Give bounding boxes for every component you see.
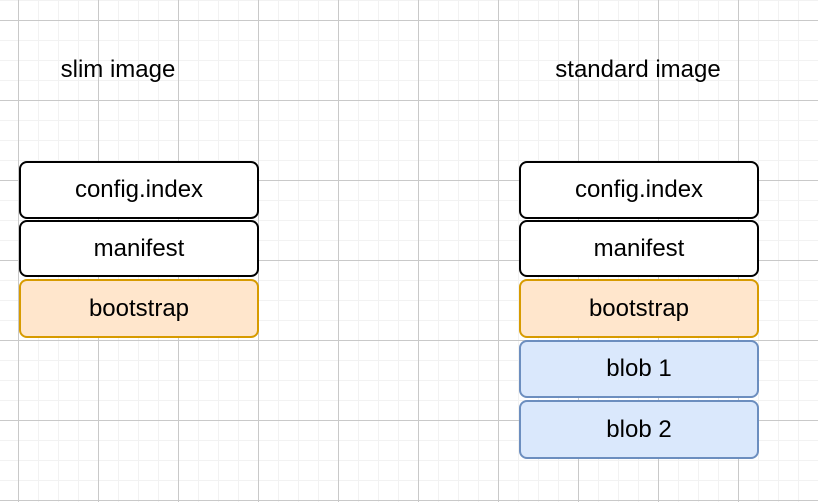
node-label: manifest <box>593 234 685 262</box>
node-standard-bootstrap[interactable]: bootstrap <box>519 279 759 338</box>
node-label: blob 1 <box>606 355 672 382</box>
node-slim-manifest[interactable]: manifest <box>19 220 259 277</box>
node-slim-config-index[interactable]: config.index <box>19 161 259 219</box>
node-standard-blob-2[interactable]: blob 2 <box>519 400 759 459</box>
title-standard-image[interactable]: standard image <box>555 56 721 83</box>
node-slim-bootstrap[interactable]: bootstrap <box>19 279 259 338</box>
node-label: manifest <box>93 234 185 262</box>
node-label: config.index <box>574 176 704 203</box>
node-standard-manifest[interactable]: manifest <box>519 220 759 277</box>
node-standard-blob-1[interactable]: blob 1 <box>519 340 759 398</box>
title-slim-image[interactable]: slim image <box>60 56 176 83</box>
node-standard-config-index[interactable]: config.index <box>519 161 759 219</box>
node-label: config.index <box>74 176 204 203</box>
node-label: blob 2 <box>606 415 672 443</box>
node-label: bootstrap <box>88 294 190 322</box>
node-label: bootstrap <box>588 294 690 322</box>
